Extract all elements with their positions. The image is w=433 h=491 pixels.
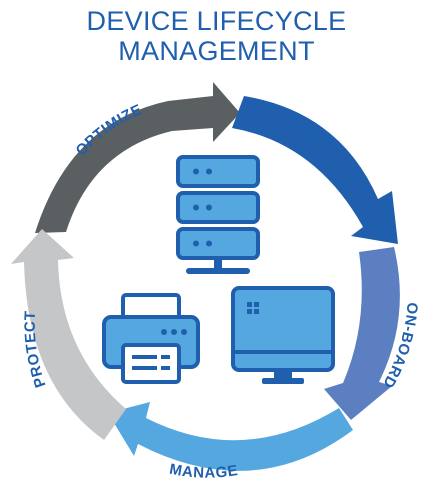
- onboard-arrow: [324, 247, 400, 420]
- optimize-arrow: [35, 82, 240, 233]
- printer-icon: [102, 293, 200, 384]
- stage-label-manage: MANAGE: [168, 461, 239, 482]
- title-line-2: MANAGEMENT: [118, 36, 315, 66]
- assess-arrow: [232, 96, 398, 244]
- server-icon: [176, 155, 260, 274]
- arrow-ring: [11, 82, 400, 471]
- diagram-title: DEVICE LIFECYCLE MANAGEMENT: [0, 6, 433, 66]
- manage-arrow: [108, 402, 353, 471]
- monitor-icon: [231, 286, 335, 384]
- protect-arrow: [11, 229, 126, 440]
- title-line-1: DEVICE LIFECYCLE: [86, 6, 347, 36]
